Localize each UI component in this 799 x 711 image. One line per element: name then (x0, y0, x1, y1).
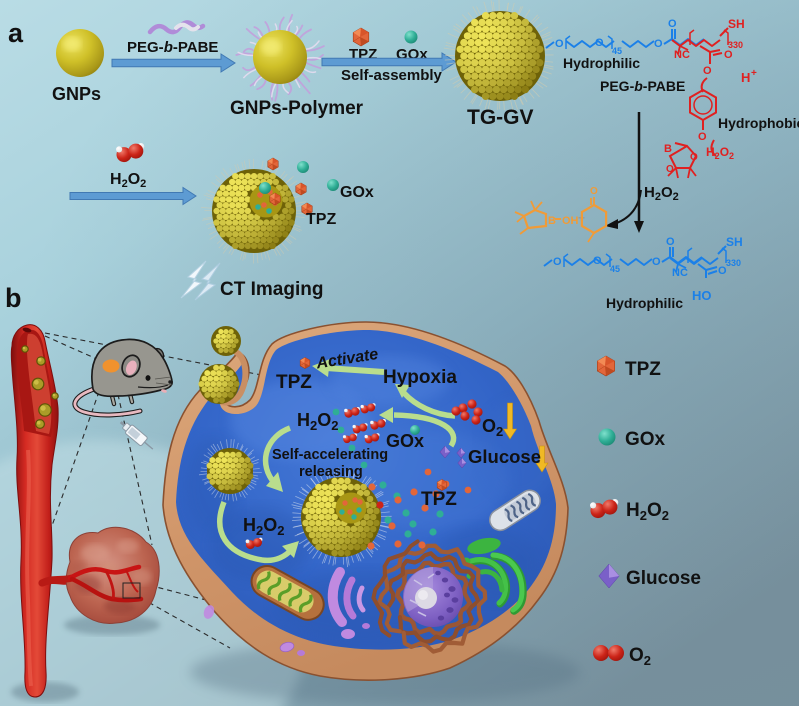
svg-text:a: a (8, 18, 24, 48)
svg-text:O: O (666, 236, 675, 248)
svg-text:Glucose: Glucose (468, 446, 541, 467)
svg-text:GOx: GOx (625, 429, 666, 450)
svg-text:B: B (664, 143, 672, 155)
svg-text:SH: SH (726, 235, 743, 249)
svg-text:O: O (690, 152, 698, 163)
svg-text:TPZ: TPZ (276, 372, 312, 393)
svg-text:H: H (741, 70, 750, 85)
svg-text:TPZ: TPZ (625, 359, 661, 380)
svg-text:O: O (698, 131, 707, 143)
svg-text:PEG-b-PABE: PEG-b-PABE (127, 39, 218, 56)
svg-text:SH: SH (728, 17, 745, 31)
svg-text:Hydrophilic: Hydrophilic (606, 295, 683, 311)
svg-text:PEG-b-PABE: PEG-b-PABE (600, 78, 685, 94)
svg-text:releasing: releasing (299, 464, 363, 480)
svg-text:Hydrophobic: Hydrophobic (718, 115, 799, 131)
svg-text:O: O (595, 37, 604, 49)
svg-text:O: O (593, 255, 602, 267)
svg-text:Hydrophilic: Hydrophilic (563, 55, 640, 71)
svg-text:GNPs: GNPs (52, 84, 101, 104)
svg-text:b: b (5, 283, 22, 313)
svg-text:NC: NC (674, 49, 690, 61)
svg-text:OH: OH (562, 215, 579, 227)
svg-text:GNPs-Polymer: GNPs-Polymer (230, 98, 364, 119)
svg-text:O: O (724, 49, 733, 61)
svg-text:+: + (751, 68, 757, 79)
svg-text:Glucose: Glucose (626, 568, 701, 589)
svg-text:NC: NC (672, 267, 688, 279)
svg-text:TPZ: TPZ (421, 489, 457, 510)
svg-text:O: O (553, 256, 562, 268)
svg-text:O: O (555, 38, 564, 50)
svg-text:GOx: GOx (386, 431, 424, 451)
svg-text:TPZ: TPZ (306, 211, 336, 228)
svg-text:Self-assembly: Self-assembly (341, 67, 443, 84)
svg-text:CT Imaging: CT Imaging (220, 279, 323, 300)
svg-text:45: 45 (610, 264, 620, 274)
svg-text:O: O (703, 65, 712, 77)
svg-text:O: O (652, 256, 661, 268)
svg-text:B: B (548, 215, 556, 227)
svg-text:O: O (718, 265, 727, 277)
svg-text:HO: HO (692, 288, 712, 303)
svg-text:TG-GV: TG-GV (467, 106, 534, 129)
svg-text:O: O (590, 186, 598, 197)
svg-text:Hypoxia: Hypoxia (383, 367, 457, 388)
svg-text:O: O (654, 38, 663, 50)
svg-text:Self-accelerating: Self-accelerating (272, 447, 388, 463)
svg-text:O: O (668, 18, 677, 30)
svg-text:GOx: GOx (340, 184, 374, 201)
svg-text:330: 330 (726, 258, 741, 268)
